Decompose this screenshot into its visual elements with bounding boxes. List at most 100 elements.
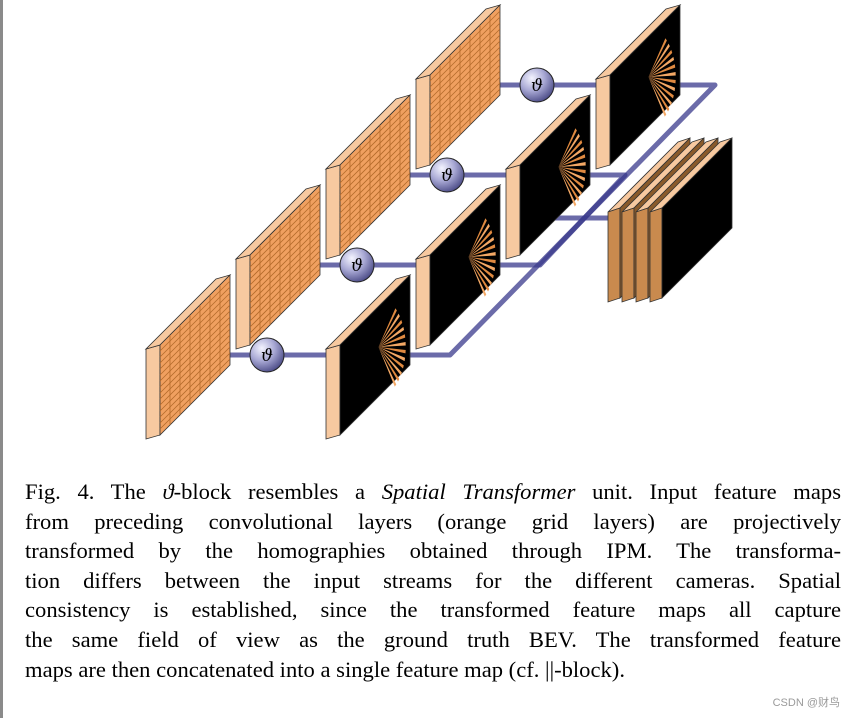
- map-face: [609, 4, 681, 166]
- grid-line: [249, 250, 321, 322]
- grid-line: [159, 352, 231, 424]
- ray: [468, 244, 496, 257]
- grid-line: [159, 304, 231, 376]
- grid-line: [339, 142, 411, 214]
- ray: [378, 347, 406, 362]
- grid-line: [429, 22, 501, 94]
- grid-line: [339, 178, 411, 250]
- grid-line: [339, 136, 411, 208]
- ray: [378, 313, 400, 347]
- input-grid-layer-4: [414, 4, 502, 170]
- input-grid-layer-3: [324, 94, 412, 260]
- slab-edge: [635, 207, 649, 303]
- grid-line: [249, 238, 321, 310]
- grid-line: [429, 16, 501, 88]
- grid-line: [249, 202, 321, 274]
- ray: [378, 347, 402, 376]
- slab-edge: [415, 254, 431, 350]
- ray: [468, 218, 487, 257]
- grid-line: [249, 256, 321, 328]
- caption-italic-term: Spatial Transformer: [381, 479, 576, 504]
- grid-line: [159, 322, 231, 394]
- caption-line-2: from preceding convolutional layers (ora…: [25, 508, 841, 534]
- left-border: [0, 0, 3, 718]
- theta-node-circle: [519, 67, 555, 103]
- grid-face: [249, 184, 321, 346]
- ray-fan: [378, 308, 406, 387]
- grid-line: [159, 280, 231, 352]
- slab-edge: [235, 254, 251, 350]
- ray: [648, 49, 673, 77]
- theta-node-1: ϑ: [249, 337, 285, 373]
- grid-line: [159, 358, 231, 430]
- ray: [468, 257, 494, 279]
- grid-line: [159, 316, 231, 388]
- ray: [558, 167, 577, 207]
- ray: [378, 334, 406, 347]
- input-grid-layer-2: [234, 184, 322, 350]
- ray: [648, 77, 670, 112]
- ray: [648, 56, 675, 77]
- grid-line: [429, 88, 501, 160]
- grid-line: [249, 214, 321, 286]
- slab-edge: [649, 207, 663, 303]
- caption-text: Fig. 4. The: [25, 479, 163, 504]
- ray: [648, 72, 676, 77]
- slab-edge: [595, 74, 611, 170]
- map-face: [339, 274, 411, 436]
- grid-line: [159, 286, 231, 358]
- grid-line: [339, 154, 411, 226]
- ray: [648, 43, 670, 77]
- ray-fan: [468, 218, 496, 297]
- ray: [558, 167, 582, 196]
- grid-line: [339, 172, 411, 244]
- ray: [468, 257, 496, 272]
- ray: [648, 64, 676, 77]
- ray: [378, 347, 406, 354]
- ray: [468, 229, 493, 257]
- caption-line-3: transformed by the homographies obtained…: [25, 538, 841, 564]
- slab-edge: [145, 344, 161, 440]
- ray: [468, 257, 492, 286]
- grid-line: [429, 76, 501, 148]
- grid-line: [249, 244, 321, 316]
- grid-line: [159, 292, 231, 364]
- theta-node-label: ϑ: [351, 256, 363, 276]
- ray: [468, 252, 496, 257]
- caption-text: -block resembles a: [173, 479, 382, 504]
- ray: [558, 128, 577, 167]
- caption-line-7: maps are then concatenated into a single…: [25, 656, 625, 682]
- grid-line: [249, 268, 321, 340]
- grid-line: [429, 10, 501, 82]
- concat-feature-map-4: [649, 137, 733, 303]
- grid-line: [339, 118, 411, 190]
- ray: [558, 146, 585, 167]
- ray: [558, 162, 586, 167]
- theta-node-2: ϑ: [339, 247, 375, 283]
- slab-edge: [325, 164, 341, 260]
- ray: [378, 347, 404, 369]
- ray-fan: [558, 128, 586, 207]
- transformed-map-4: [594, 4, 682, 170]
- grid-line: [339, 160, 411, 232]
- theta-node-label: ϑ: [261, 346, 273, 366]
- ray: [468, 257, 490, 292]
- grid-line: [429, 52, 501, 124]
- transformed-map-1: [324, 274, 412, 440]
- theta-node-circle: [249, 337, 285, 373]
- grid-line: [249, 262, 321, 334]
- slab-edge: [325, 344, 341, 440]
- ray: [558, 167, 580, 202]
- slab-edge: [415, 74, 431, 170]
- grid-line: [249, 220, 321, 292]
- caption-text: unit. Input feature maps: [575, 479, 841, 504]
- slab-edge: [505, 164, 521, 260]
- ray: [468, 257, 496, 264]
- ray: [648, 77, 676, 84]
- grid-line: [429, 40, 501, 112]
- map-face: [429, 184, 501, 346]
- ray: [648, 38, 667, 77]
- theta-symbol: ϑ: [162, 479, 174, 504]
- transformed-map-2: [414, 184, 502, 350]
